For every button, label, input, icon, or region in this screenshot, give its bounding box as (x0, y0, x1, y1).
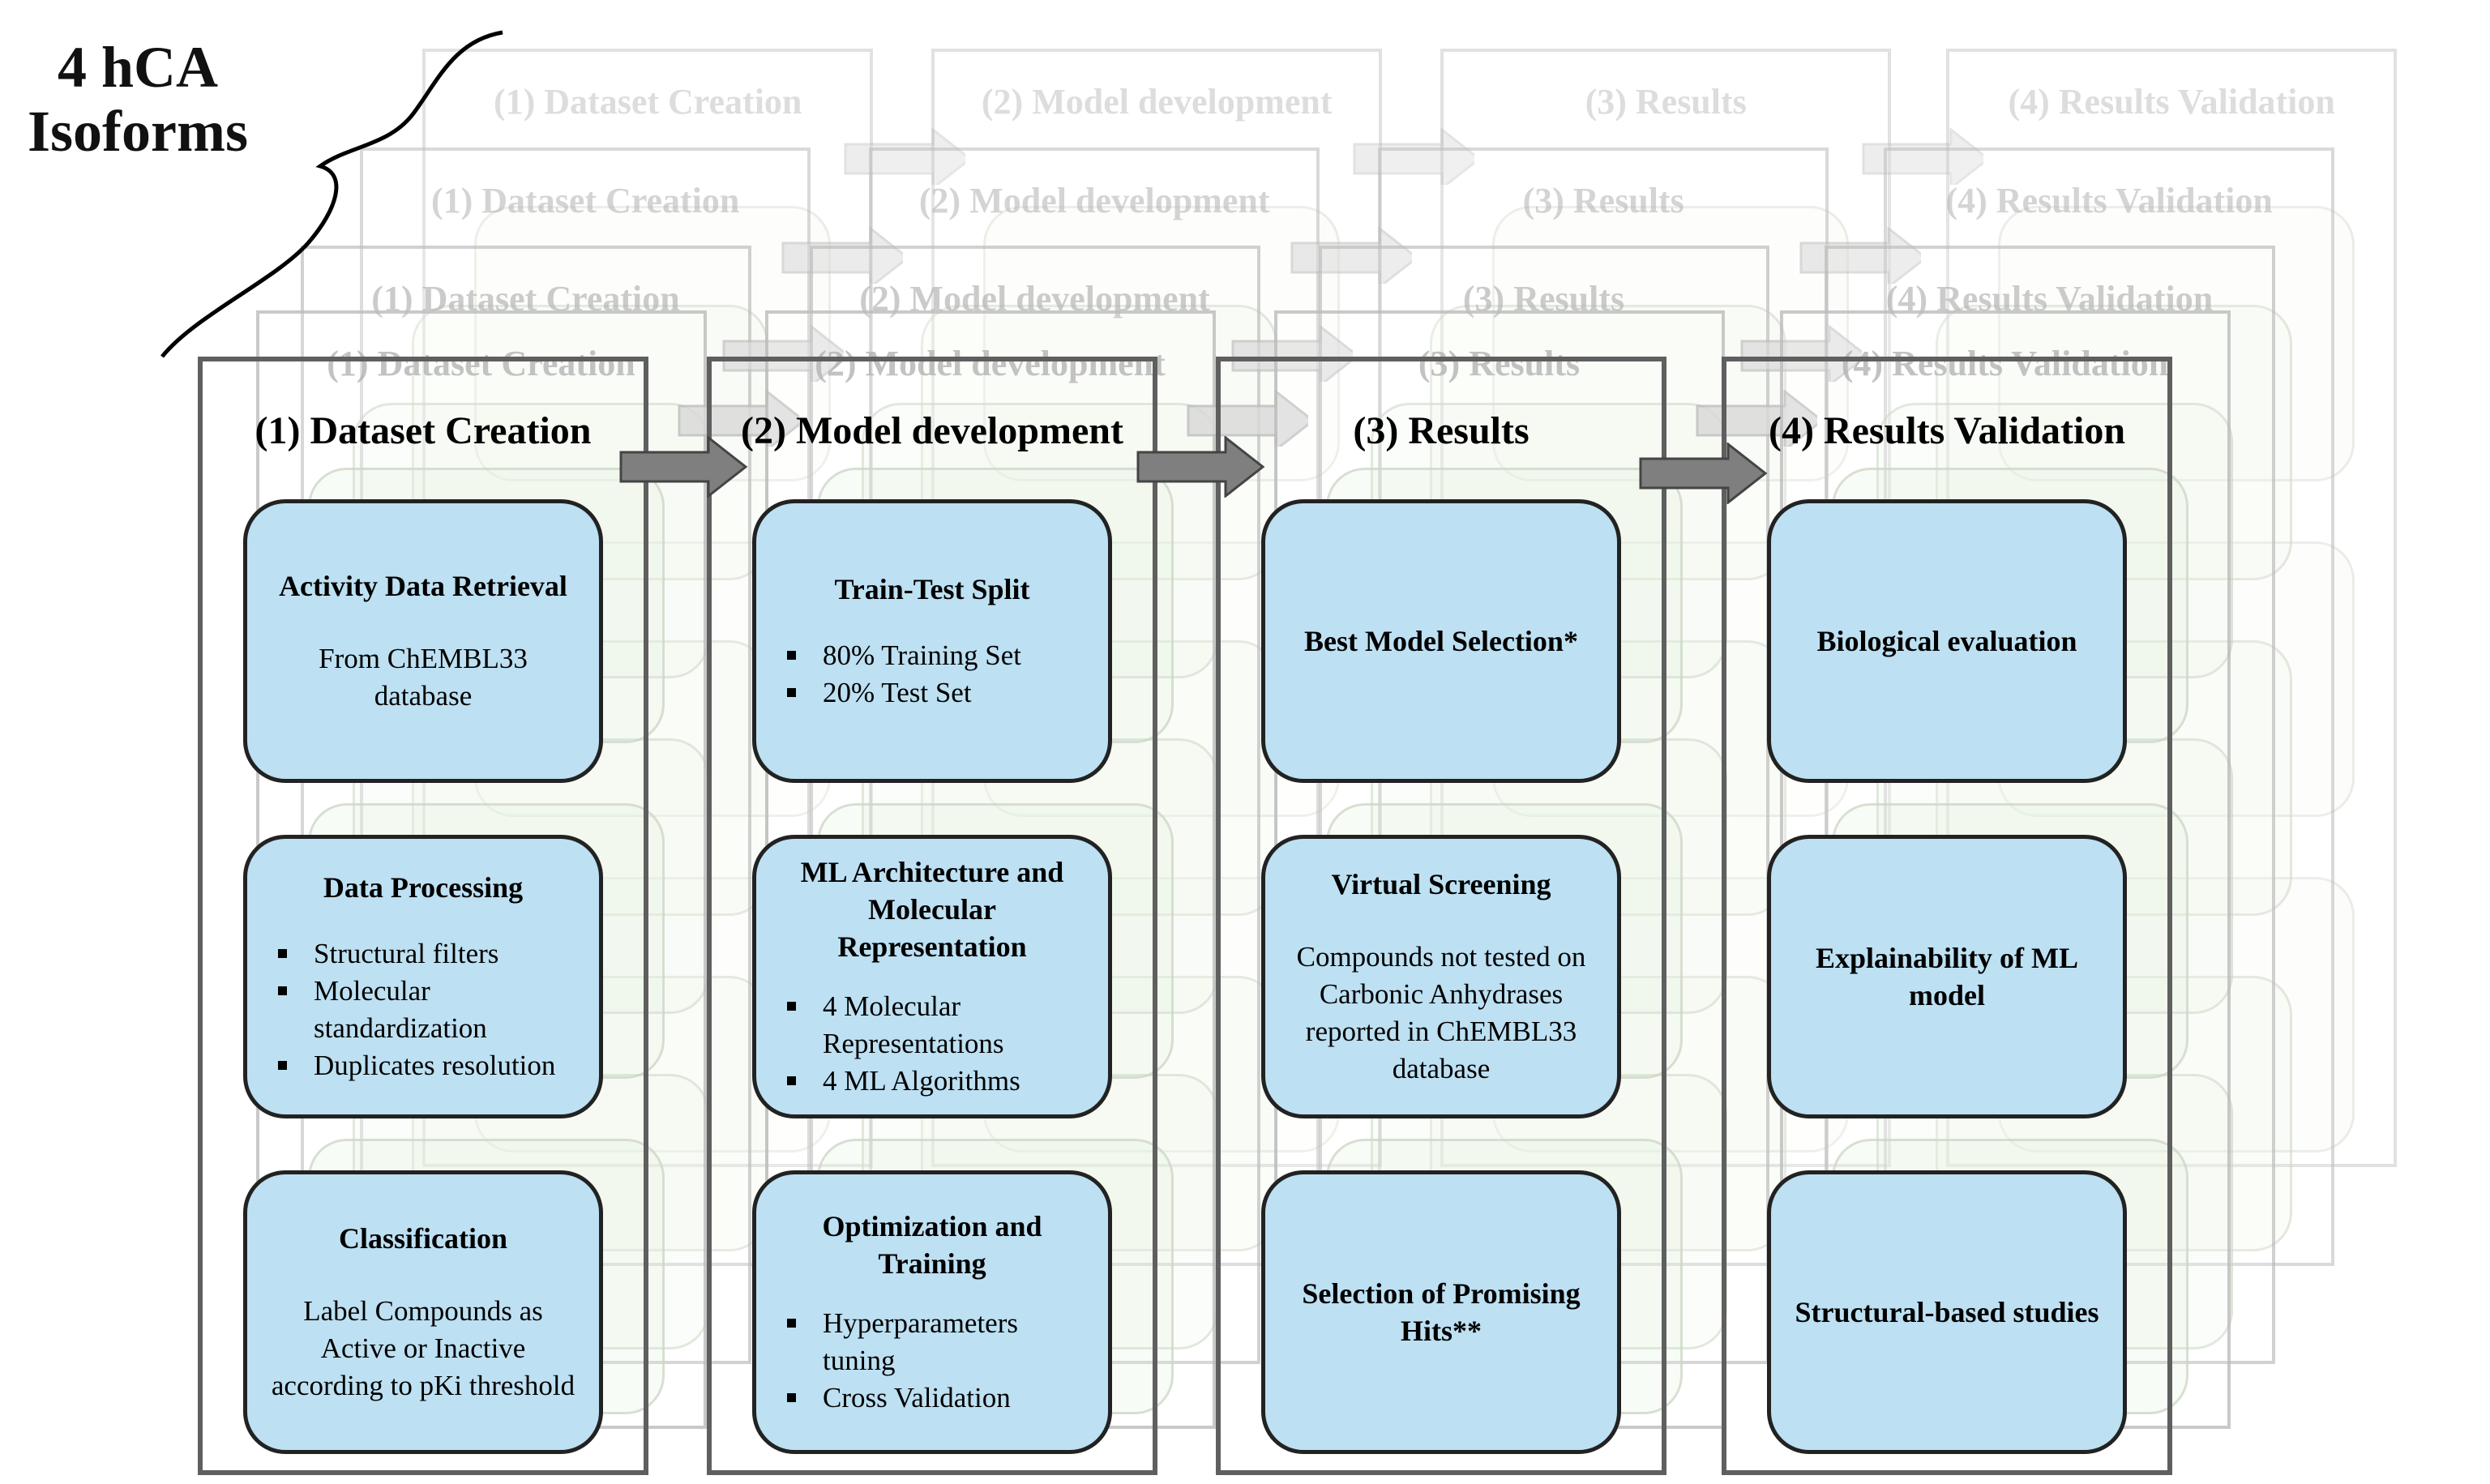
ghost-stage-header: (2) Model development (918, 180, 1270, 220)
card-title: Best Model Selection* (1304, 625, 1578, 657)
stage-header: (3) Results (1353, 409, 1530, 452)
ghost-stage-header: (4) Results Validation (1885, 279, 2214, 319)
card-train-test-split: Train-Test Split 80% Training Set 20% Te… (752, 499, 1112, 783)
stage-model-development: (2) Model development Train-Test Split 8… (707, 357, 1157, 1475)
ghost-arrow-icon (1799, 226, 1922, 284)
ghost-stage-header: (2) Model development (981, 82, 1333, 122)
bullet-item: 20% Test Set (784, 674, 1087, 712)
card-title: Classification (338, 1222, 507, 1255)
ghost-stage-header: (3) Results (1462, 279, 1625, 319)
title-line-2: Isoforms (28, 99, 248, 165)
card-ml-architecture: ML Architecture and Molecular Representa… (752, 835, 1112, 1118)
bullet-item: Duplicates resolution (275, 1047, 578, 1084)
card-title: ML Architecture and Molecular Representa… (800, 856, 1064, 963)
card-title: Structural-based studies (1795, 1296, 2099, 1328)
ghost-arrow-icon (844, 128, 966, 185)
card-title: Biological evaluation (1816, 625, 2077, 657)
diagram-title: 4 hCA Isoforms (0, 35, 276, 165)
card-data-processing: Data Processing Structural filters Molec… (243, 835, 603, 1118)
card-body: Compounds not tested on Carbonic Anhydra… (1296, 941, 1586, 1084)
card-classification: Classification Label Compounds as Active… (243, 1170, 603, 1454)
card-body: Label Compounds as Active or Inactive ac… (271, 1295, 575, 1401)
bullet-item: Hyperparameters tuning (784, 1305, 1087, 1379)
card-bullets: 80% Training Set 20% Test Set (777, 637, 1087, 712)
stage-results-validation: (4) Results Validation Biological evalua… (1722, 357, 2172, 1475)
bullet-item: 80% Training Set (784, 637, 1087, 674)
curly-brace-icon (160, 30, 503, 358)
arrow-right-icon (1136, 436, 1265, 498)
card-title: Data Processing (323, 871, 524, 904)
ghost-stage-header: (3) Results (1522, 180, 1684, 220)
ghost-arrow-icon (781, 226, 904, 284)
card-biological-evaluation: Biological evaluation (1767, 499, 2127, 783)
card-selection-promising-hits: Selection of Promising Hits** (1261, 1170, 1621, 1454)
card-title: Explainability of ML model (1815, 942, 2079, 1011)
stage-header: (2) Model development (741, 409, 1123, 452)
bullet-item: 4 ML Algorithms (784, 1063, 1087, 1100)
card-explainability: Explainability of ML model (1767, 835, 2127, 1118)
card-best-model-selection: Best Model Selection* (1261, 499, 1621, 783)
ghost-arrow-icon (1353, 128, 1475, 185)
stage-dataset-creation: (1) Dataset Creation Activity Data Retri… (198, 357, 648, 1475)
ghost-stage-header: (3) Results (1585, 82, 1747, 122)
stage-header: (1) Dataset Creation (255, 409, 592, 452)
ghost-arrow-icon (1862, 128, 1984, 185)
card-structural-studies: Structural-based studies (1767, 1170, 2127, 1454)
ghost-arrow-icon (1290, 226, 1413, 284)
bullet-item: Structural filters (275, 935, 578, 973)
arrow-right-icon (1639, 443, 1768, 504)
card-optimization-training: Optimization and Training Hyperparameter… (752, 1170, 1112, 1454)
bullet-item: Cross Validation (784, 1379, 1087, 1417)
bullet-item: 4 Molecular Representations (784, 988, 1087, 1063)
ghost-stage-header: (2) Model development (859, 279, 1210, 319)
arrow-right-icon (619, 436, 748, 498)
card-bullets: 4 Molecular Representations 4 ML Algorit… (777, 988, 1087, 1100)
ghost-stage-header: (4) Results Validation (2008, 82, 2335, 122)
card-activity-data-retrieval: Activity Data Retrieval From ChEMBL33 da… (243, 499, 603, 783)
card-bullets: Structural filters Molecular standardiza… (268, 935, 578, 1084)
ghost-stage-header: (4) Results Validation (1945, 180, 2273, 220)
card-title: Optimization and Training (822, 1210, 1042, 1280)
card-title: Selection of Promising Hits** (1302, 1277, 1581, 1347)
card-title: Train-Test Split (834, 573, 1030, 605)
bullet-item: Molecular standardization (275, 973, 578, 1047)
title-line-1: 4 hCA (57, 35, 219, 100)
card-title: Activity Data Retrieval (279, 570, 567, 602)
card-body: From ChEMBL33 database (319, 643, 528, 712)
stage-header: (4) Results Validation (1768, 409, 2126, 452)
stage-results: (3) Results Best Model Selection* Virtua… (1216, 357, 1666, 1475)
card-title: Virtual Screening (1331, 868, 1551, 900)
card-virtual-screening: Virtual Screening Compounds not tested o… (1261, 835, 1621, 1118)
card-bullets: Hyperparameters tuning Cross Validation (777, 1305, 1087, 1417)
